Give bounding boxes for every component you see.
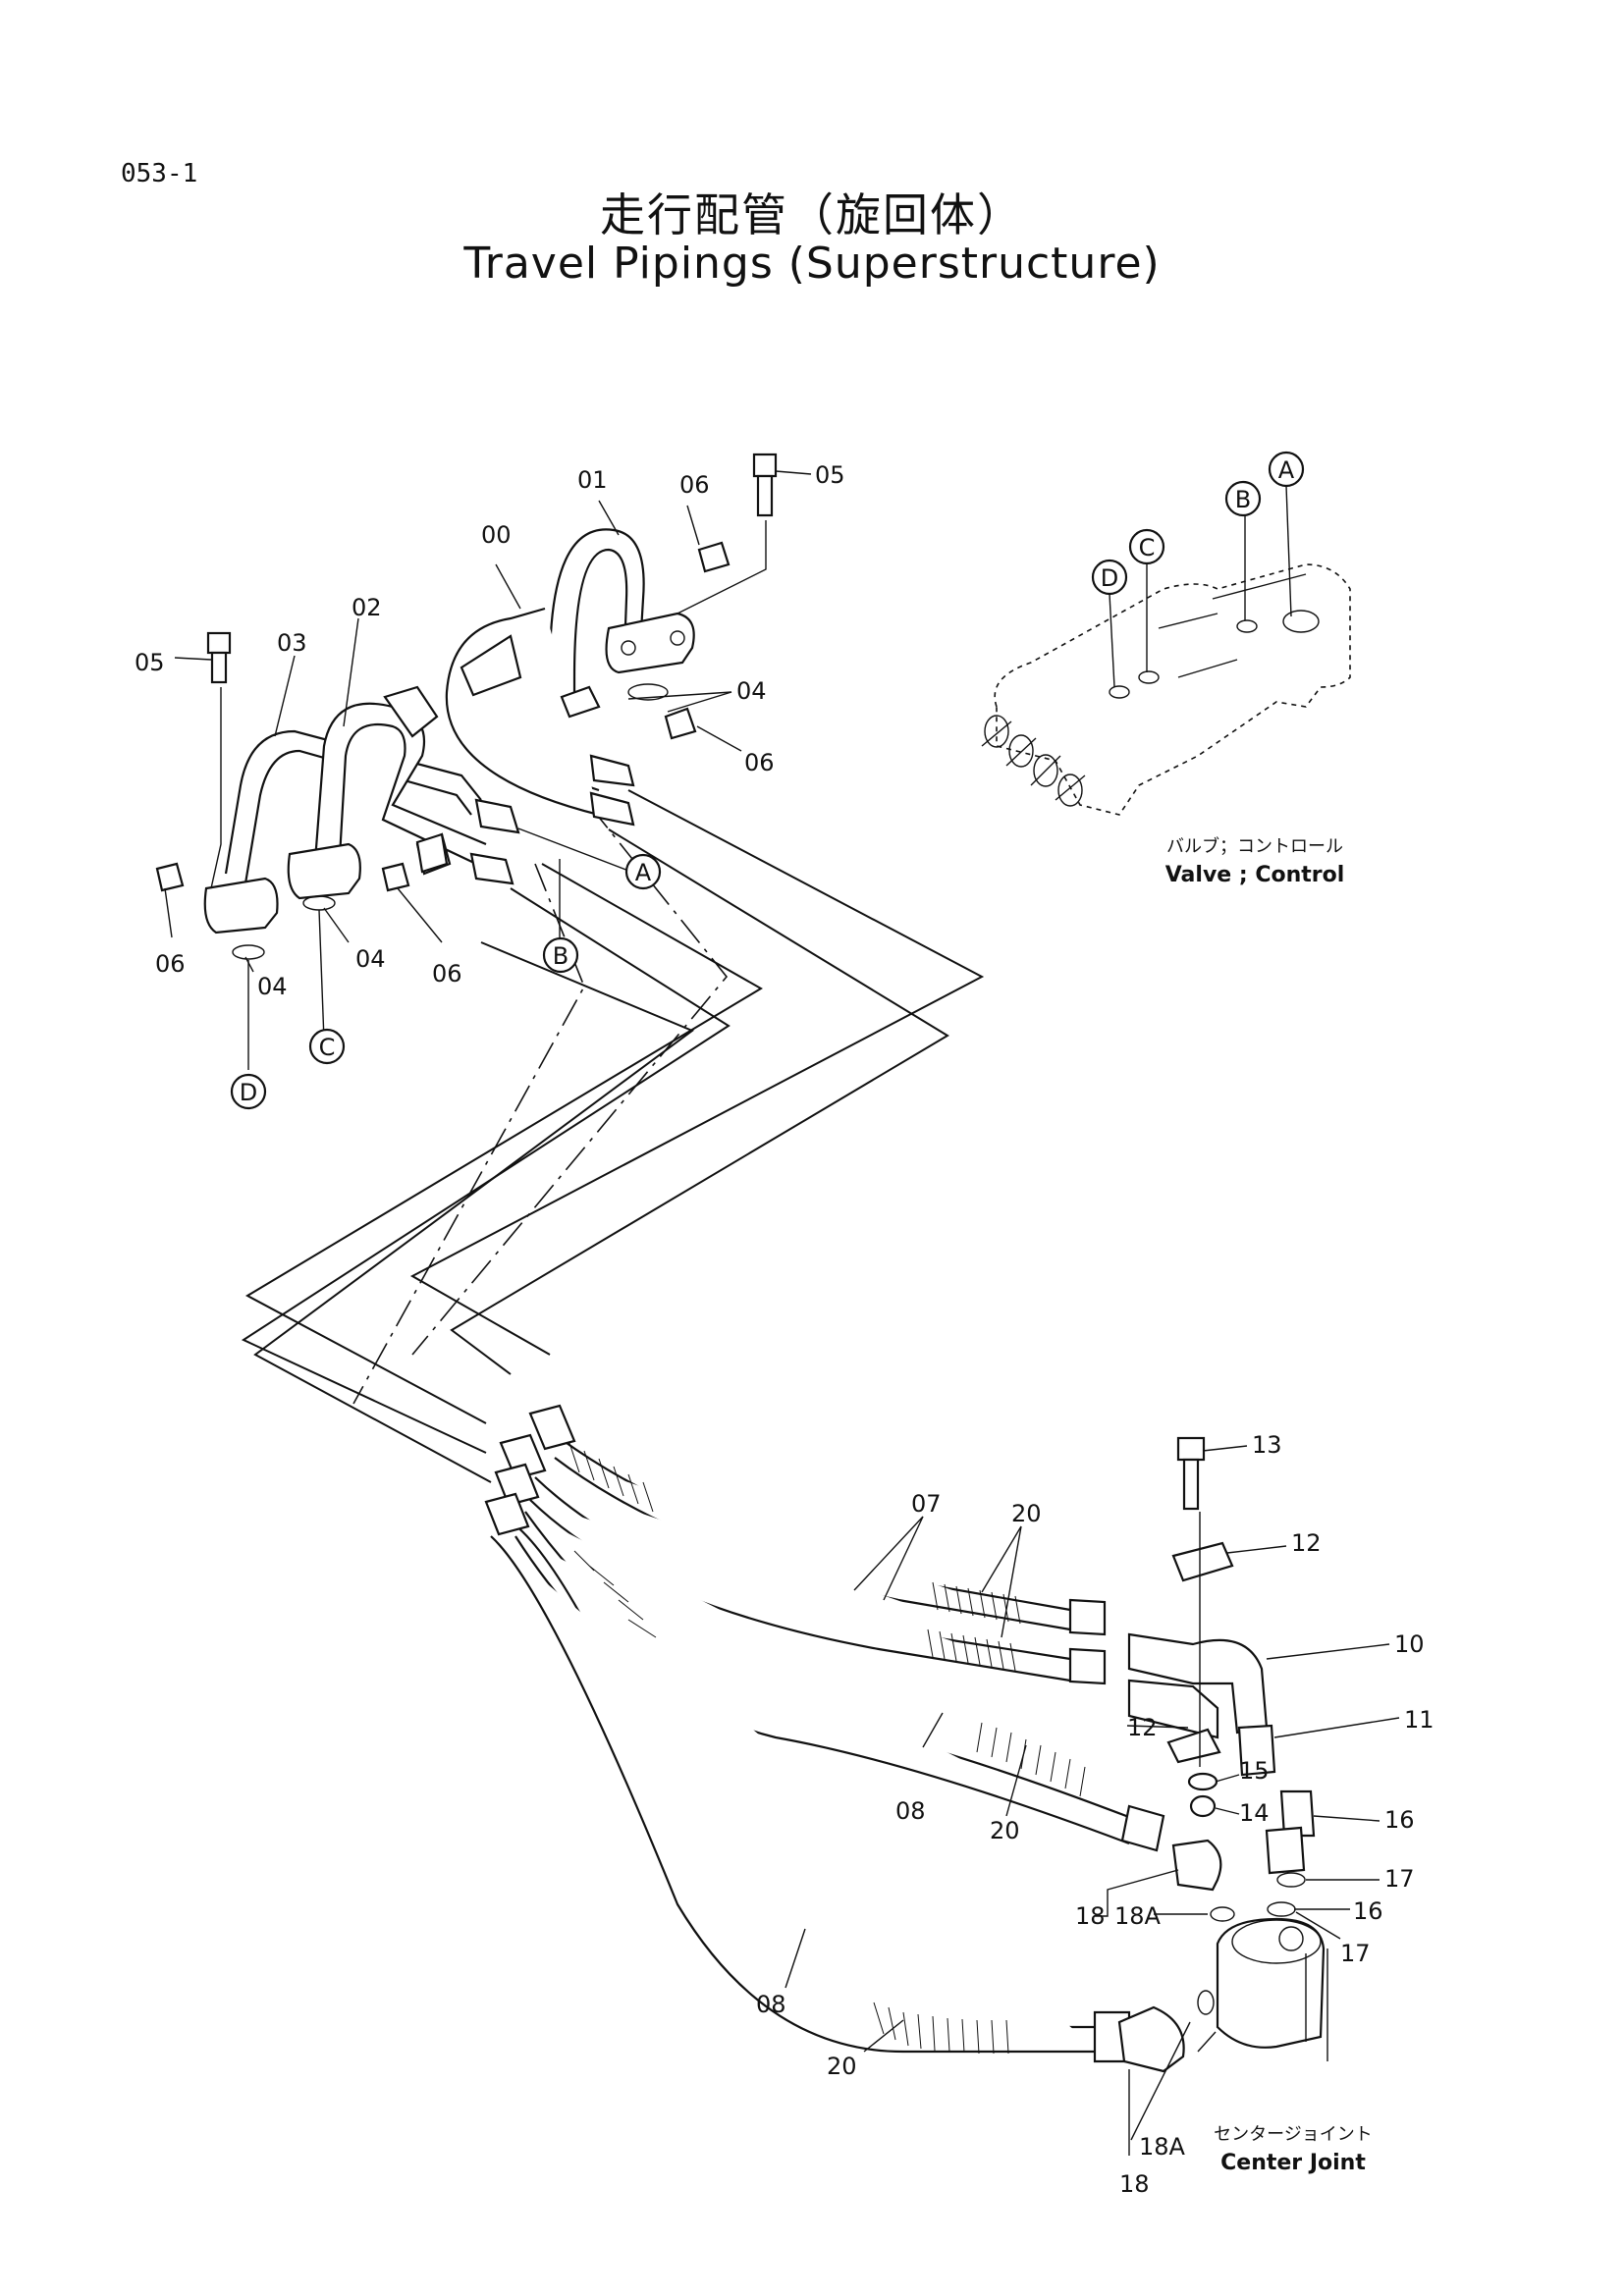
joint-caption: Center Joint	[1220, 2151, 1366, 2175]
callout-01: 01	[577, 466, 608, 494]
routing-lines	[241, 789, 985, 1483]
lower-hose-assembly	[484, 1404, 1328, 2073]
callout-11: 11	[1404, 1706, 1435, 1734]
port-c-label: C	[319, 1034, 336, 1061]
valve-caption-japanese: バルブ；コントロール	[1166, 835, 1343, 857]
callout-06: 06	[155, 950, 186, 978]
callout-20: 20	[990, 1817, 1020, 1844]
callout-17: 17	[1384, 1865, 1415, 1893]
callout-07: 07	[911, 1490, 942, 1518]
callout-04: 04	[736, 677, 767, 705]
callout-00: 00	[481, 521, 512, 549]
control-valve	[981, 485, 1351, 816]
valve-caption: Valve ; Control	[1165, 863, 1345, 887]
page-number: 053-1	[121, 159, 198, 188]
callout-06: 06	[744, 749, 775, 776]
callout-12: 12	[1291, 1529, 1322, 1557]
callout-16: 16	[1353, 1897, 1383, 1925]
callout-15: 15	[1239, 1757, 1270, 1785]
callout-20: 20	[827, 2053, 857, 2080]
callout-18a: 18A	[1139, 2133, 1186, 2161]
valve-port-c-label: C	[1139, 534, 1156, 561]
callout-17: 17	[1340, 1940, 1371, 1967]
callout-06: 06	[679, 471, 710, 499]
callout-12: 12	[1127, 1714, 1158, 1741]
callout-02: 02	[352, 594, 382, 621]
flange	[605, 612, 695, 674]
callout-16: 16	[1384, 1806, 1415, 1834]
callout-05: 05	[135, 649, 165, 676]
flange	[287, 842, 361, 900]
port-a-label: A	[635, 859, 652, 886]
valve-port-b-label: B	[1235, 486, 1251, 513]
callout-05: 05	[815, 461, 845, 489]
callout-08: 08	[756, 1991, 786, 2018]
callout-18a: 18A	[1114, 1902, 1162, 1930]
callout-14: 14	[1239, 1799, 1270, 1827]
upper-pipe-assembly	[155, 453, 778, 1070]
callout-03: 03	[277, 629, 307, 657]
page-title: Travel Pipings (Superstructure)	[463, 239, 1161, 289]
port-markers	[230, 451, 1305, 1110]
callout-13: 13	[1252, 1431, 1282, 1459]
callout-18: 18	[1119, 2170, 1150, 2198]
port-b-label: B	[553, 942, 568, 970]
callout-06: 06	[432, 960, 462, 988]
callout-18: 18	[1075, 1902, 1106, 1930]
page-title-japanese: 走行配管（旋回体）	[600, 188, 1024, 241]
port-d-label: D	[240, 1079, 257, 1106]
valve-port-d-label: D	[1101, 564, 1118, 592]
callout-08: 08	[895, 1797, 926, 1825]
callout-04: 04	[257, 973, 288, 1000]
flange	[203, 877, 279, 934]
callout-04: 04	[355, 945, 386, 973]
valve-port-a-label: A	[1278, 456, 1295, 484]
callout-20: 20	[1011, 1500, 1042, 1527]
callout-leaders	[164, 470, 1400, 2156]
callout-10: 10	[1394, 1630, 1425, 1658]
joint-caption-japanese: センタージョイント	[1214, 2124, 1373, 2145]
